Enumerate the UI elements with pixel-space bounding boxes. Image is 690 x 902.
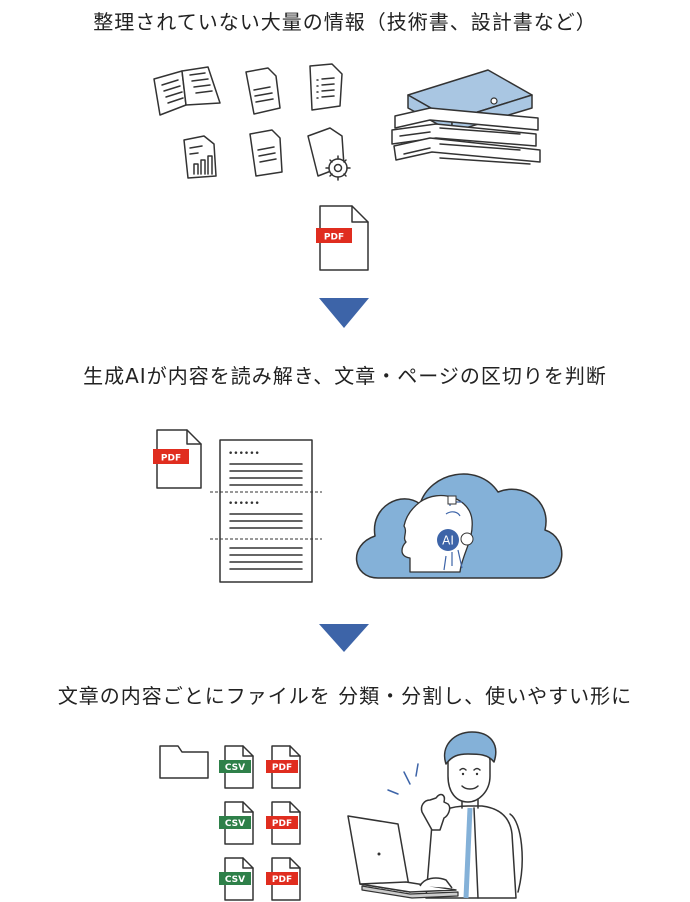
down-arrow-2 xyxy=(319,624,369,652)
pdf-file-icon: PDF xyxy=(316,205,369,271)
person-laptop-illustration xyxy=(347,731,523,899)
pdf-file-icon: PDF xyxy=(266,857,301,901)
csv-badge-text: CSV xyxy=(225,819,245,829)
open-book-icon xyxy=(153,66,221,116)
pdf-badge-text: PDF xyxy=(161,454,181,464)
binder-stack-icon xyxy=(391,69,541,165)
folder-icon xyxy=(159,745,209,779)
ai-cloud-icon: AI xyxy=(355,473,563,579)
csv-file-icon: CSV xyxy=(219,857,254,901)
document-icon xyxy=(245,67,281,115)
pdf-badge-text: PDF xyxy=(324,233,344,243)
pdf-badge-text: PDF xyxy=(272,819,292,829)
list-document-icon xyxy=(309,63,343,111)
step2-heading: 生成AIが内容を読み解き、文章・ページの区切りを判断 xyxy=(83,364,607,388)
step3-heading: 文章の内容ごとにファイルを 分類・分割し、使いやすい形に xyxy=(57,684,633,708)
csv-file-icon: CSV xyxy=(219,745,254,789)
pdf-badge-text: PDF xyxy=(272,875,292,885)
pdf-file-icon: PDF xyxy=(266,801,301,845)
step2-illustration: PDF •••••• •••••• AI xyxy=(153,429,563,652)
segmented-document-icon: •••••• •••••• xyxy=(210,439,322,583)
step1-illustration: PDF xyxy=(153,63,541,328)
csv-file-icon: CSV xyxy=(219,801,254,845)
csv-badge-text: CSV xyxy=(225,875,245,885)
step1-heading: 整理されていない大量の情報（技術書、設計書など） xyxy=(93,10,597,34)
pdf-file-icon: PDF xyxy=(266,745,301,789)
pdf-badge-text: PDF xyxy=(272,763,292,773)
chart-document-icon xyxy=(183,135,217,179)
step3-illustration: CSV CSV CSV PDF PDF PDF xyxy=(159,731,523,901)
ai-label: AI xyxy=(442,534,454,548)
settings-document-icon xyxy=(307,127,351,181)
document-icon xyxy=(249,129,283,177)
doc-mark: •••••• xyxy=(228,499,260,509)
doc-mark: •••••• xyxy=(228,449,260,459)
csv-badge-text: CSV xyxy=(225,763,245,773)
pdf-file-icon: PDF xyxy=(153,429,202,489)
down-arrow-1 xyxy=(319,298,369,328)
